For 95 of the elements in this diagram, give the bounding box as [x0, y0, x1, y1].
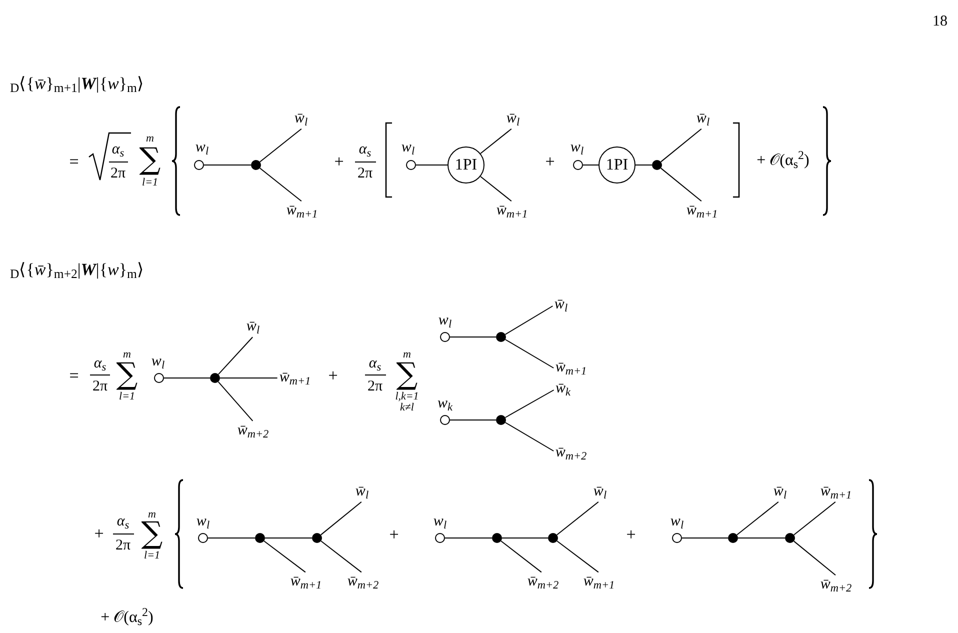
fraction-numerator: α$_{s}$ — [94, 355, 106, 373]
variable-label: w$_{l}$ — [670, 513, 684, 531]
vertex-blob: 1PI — [598, 146, 636, 184]
variable-label: w̄$_{l}$ — [506, 110, 520, 128]
propagator-line — [204, 164, 252, 166]
propagator-line — [504, 306, 554, 335]
propagator-line — [504, 422, 554, 452]
variable-label: w̄$_{l}$ — [696, 110, 710, 128]
variable-label: w̄$_{l}$ — [355, 483, 369, 501]
plus-sign: + — [389, 525, 399, 545]
fraction-numerator: α$_{s}$ — [112, 141, 124, 159]
propagator-line — [582, 164, 599, 166]
propagator-line — [416, 164, 448, 166]
variable-label: w̄$_{m+2}$ — [347, 573, 379, 591]
plus-sign: + — [94, 524, 104, 544]
propagator-line — [556, 540, 599, 573]
fraction-numerator: α$_{s}$ — [116, 513, 130, 531]
summation-sign: ∑ — [141, 519, 163, 549]
propagator-line — [504, 390, 554, 418]
summation-upper-limit: m — [148, 510, 156, 520]
summation-sign: ∑ — [139, 145, 161, 175]
bra-ket-expression: $_{D}$⟨{w̄}$_{m+2}$|W|{w}$_{m}$⟩ — [10, 260, 144, 280]
vertex-blob: 1PI — [448, 146, 484, 184]
plus-sign: + — [545, 152, 555, 172]
fraction-denominator: 2π — [110, 165, 126, 183]
propagator-line — [635, 164, 652, 166]
variable-label: w$_{l}$ — [196, 513, 210, 531]
variable-label: w̄$_{m+2}$ — [555, 444, 587, 462]
variable-label: w̄$_{m+2}$ — [237, 422, 269, 440]
propagator-line — [793, 501, 836, 536]
propagator-line — [218, 336, 254, 375]
equals-sign: = — [69, 152, 79, 172]
page-number: 18 — [932, 13, 948, 31]
variable-label: w̄$_{m+1}$ — [286, 202, 318, 220]
summation-lower-limit: l=1 — [119, 392, 135, 402]
propagator-line — [556, 501, 599, 536]
summation-sign: ∑ — [396, 360, 418, 390]
variable-label: w̄$_{m+1}$ — [290, 573, 322, 591]
propagator-line — [736, 501, 779, 536]
propagator-line — [500, 540, 542, 573]
variable-label: w̄$_{m+1}$ — [279, 369, 311, 387]
plus-sign: + — [626, 525, 636, 545]
variable-label: w̄$_{m+1}$ — [555, 359, 587, 377]
summation-lower-limit: l=1 — [142, 178, 158, 188]
variable-label: w̄$_{m+1}$ — [496, 202, 528, 220]
summation-sign: ∑ — [116, 360, 138, 390]
order-term: + 𝒪(α$_{s}$$^{2}$) — [100, 608, 154, 628]
summation-upper-limit: m — [123, 350, 131, 360]
variable-label: w̄$_{l}$ — [554, 296, 568, 314]
propagator-line — [218, 381, 254, 422]
summation-upper-limit: m — [403, 350, 411, 360]
summation-lower-limit: l=1 — [144, 550, 160, 562]
propagator-line — [660, 168, 702, 202]
propagator-line — [264, 540, 306, 573]
variable-label: w̄$_{m+1}$ — [820, 483, 852, 501]
propagator-line — [320, 540, 362, 573]
variable-label: w$_{l}$ — [195, 139, 209, 157]
variable-label: w̄$_{l}$ — [294, 110, 308, 128]
variable-label: w$_{k}$ — [438, 395, 452, 413]
variable-label: w̄$_{m+1}$ — [583, 573, 615, 591]
variable-label: w̄$_{l}$ — [773, 483, 787, 501]
variable-label: w$_{l}$ — [401, 139, 415, 157]
variable-label: w̄$_{m+2}$ — [820, 576, 852, 594]
variable-label: w̄$_{l}$ — [246, 318, 260, 336]
variable-label: w̄$_{k}$ — [556, 380, 570, 398]
fraction-numerator: α$_{s}$ — [368, 355, 382, 373]
variable-label: w$_{l}$ — [433, 513, 447, 531]
variable-label: w̄$_{m+2}$ — [527, 573, 559, 591]
equals-sign: = — [69, 366, 79, 386]
fraction-numerator: α$_{s}$ — [358, 141, 372, 159]
propagator-line — [504, 339, 554, 368]
plus-sign: + — [328, 366, 338, 386]
variable-label: w̄$_{l}$ — [593, 483, 607, 501]
propagator-line — [259, 168, 302, 202]
propagator-line — [450, 336, 496, 338]
variable-label: w$_{l}$ — [570, 139, 584, 157]
bra-ket-expression: $_{D}$⟨{w̄}$_{m+1}$|W|{w}$_{m}$⟩ — [10, 74, 144, 94]
variable-label: w̄$_{m+1}$ — [686, 202, 718, 220]
plus-sign: + — [334, 152, 344, 172]
variable-label: w$_{l}$ — [438, 312, 452, 330]
propagator-line — [793, 540, 836, 576]
propagator-line — [320, 501, 362, 536]
summation-upper-limit: m — [146, 134, 154, 144]
fraction-denominator: 2π — [357, 165, 373, 183]
fraction-denominator: 2π — [92, 378, 108, 396]
fraction-denominator: 2π — [367, 378, 383, 396]
propagator-line — [480, 128, 512, 154]
propagator-line — [259, 128, 302, 162]
summation-lower-limit: l,k=1 — [395, 392, 419, 402]
fraction-denominator: 2π — [115, 537, 131, 555]
propagator-line — [660, 128, 702, 162]
order-term: + 𝒪(α$_{s}$$^{2}$) — [756, 152, 810, 170]
propagator-line — [480, 176, 512, 202]
variable-label: w$_{l}$ — [151, 353, 165, 371]
summation-lower-limit: k≠l — [400, 402, 414, 414]
